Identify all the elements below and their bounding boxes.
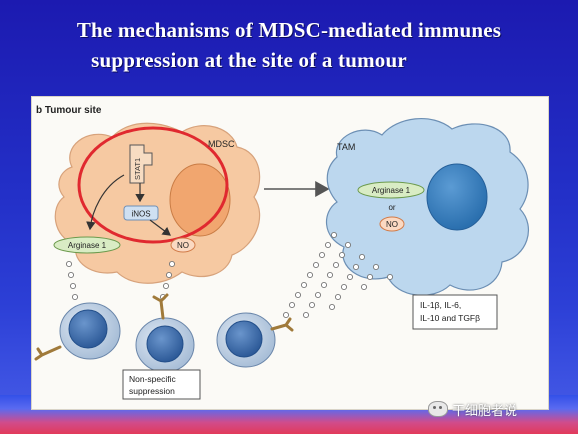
arginase-left-text: Arginase 1	[68, 241, 107, 250]
panel-label: b Tumour site	[36, 105, 101, 116]
tam-label: TAM	[337, 142, 355, 152]
tam-nucleus	[426, 163, 488, 231]
or-text: or	[388, 203, 395, 212]
panel-title: Tumour site	[44, 105, 102, 116]
nonspecific-line-2: suppression	[129, 386, 175, 396]
mdsc-label: MDSC	[208, 139, 235, 149]
t-cell-2	[135, 293, 195, 373]
cytokines-line-1: IL-1β, IL-6,	[420, 300, 461, 310]
mechanism-diagram: b Tumour site	[31, 96, 549, 410]
t-cell-3	[216, 312, 294, 368]
stat1-receptor	[129, 144, 153, 184]
nonspecific-line-1: Non-specific	[129, 374, 177, 384]
mdsc-nucleus	[169, 163, 231, 237]
inos-box	[123, 205, 159, 221]
no-left-text: NO	[177, 241, 189, 250]
cytokine-box	[412, 294, 498, 330]
slide-title-line-2: suppression at the site of a tumour	[91, 48, 407, 72]
cytokines-line-2: IL-10 and TGFβ	[420, 313, 480, 323]
stat1-text: STAT1	[133, 158, 142, 180]
diagram-svg: STAT1 iNOS Arginase 1 NO MDSC TAM Argina…	[34, 117, 529, 400]
no-right-pill	[379, 216, 405, 232]
tam-secreted-dots	[282, 231, 394, 319]
no-right-text: NO	[386, 220, 398, 229]
watermark-text: 干细胞者说	[452, 403, 518, 419]
arginase-right-text: Arginase 1	[372, 186, 411, 195]
inos-text: iNOS	[131, 210, 150, 219]
arginase-left-pill	[53, 236, 121, 254]
highlight-circle	[77, 126, 229, 244]
nonspecific-box	[122, 369, 201, 400]
arginase-right-pill	[357, 181, 425, 199]
watermark: 干细胞者说	[428, 398, 517, 420]
tam-cell	[325, 117, 529, 296]
slide-title-line-1: The mechanisms of MDSC-mediated immunes	[76, 18, 502, 42]
panel-letter: b	[36, 105, 43, 116]
t-cell-1	[34, 302, 121, 361]
wechat-icon	[428, 401, 448, 417]
no-left-pill	[170, 237, 196, 253]
